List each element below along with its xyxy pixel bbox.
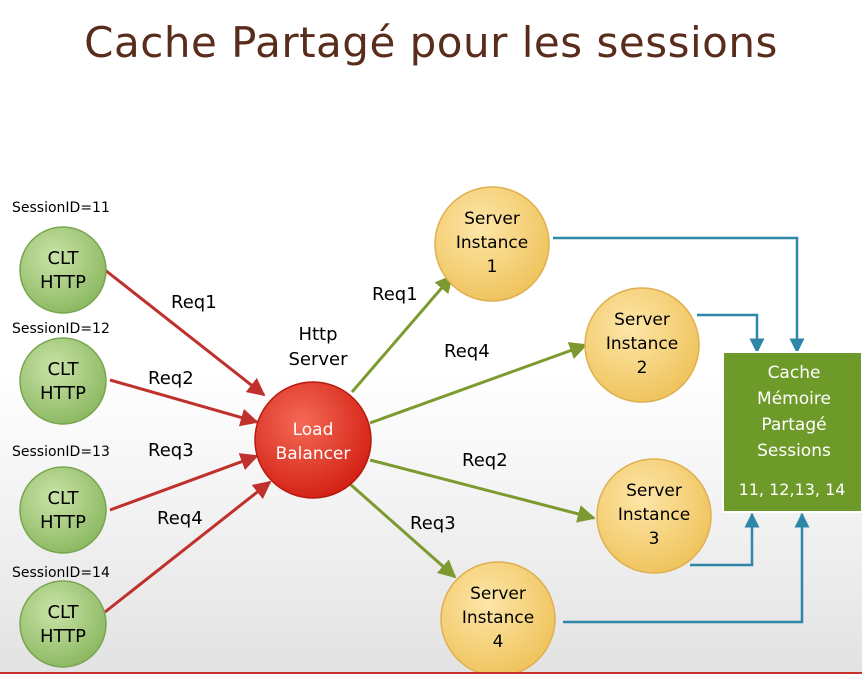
session-label: SessionID=11 — [12, 200, 110, 216]
bottom-divider — [0, 672, 862, 679]
server2-to-cache-line — [697, 313, 765, 354]
server-node: Server Instance 1 — [434, 186, 550, 302]
server1-to-cache-line — [553, 236, 805, 354]
server-label: Server — [464, 209, 520, 229]
slide-title: Cache Partagé pour les sessions — [84, 18, 778, 67]
client-label: CLT — [47, 488, 79, 509]
request-label: Req1 — [171, 292, 217, 313]
server-label: Server — [626, 481, 682, 501]
server-label: 1 — [487, 257, 498, 277]
server3-to-cache-line — [690, 512, 760, 567]
server-label: Instance — [456, 233, 528, 253]
cache-label: Mémoire — [757, 389, 831, 409]
server-label: 4 — [493, 632, 504, 652]
server-node: Server Instance 2 — [584, 287, 700, 403]
server4-to-cache-line — [563, 512, 810, 624]
request-label: Req3 — [148, 440, 194, 461]
server-label: Instance — [606, 334, 678, 354]
lb-to-server4-arrow — [349, 482, 457, 579]
http-server-label: Server — [288, 349, 348, 370]
session-label: SessionID=14 — [12, 565, 110, 581]
session-label: SessionID=13 — [12, 444, 110, 460]
client2-to-lb-arrow — [109, 378, 259, 427]
request-label: Req2 — [462, 450, 508, 471]
request-label: Req2 — [148, 368, 194, 389]
lb-to-server2-arrow — [369, 342, 588, 425]
request-label: Req3 — [410, 513, 456, 534]
client-label: HTTP — [40, 626, 86, 647]
cache-box: Cache Mémoire Partagé Sessions 11, 12,13… — [722, 351, 862, 513]
load-balancer-label: Balancer — [276, 444, 351, 464]
client-label: HTTP — [40, 512, 86, 533]
client1-to-lb-arrow — [104, 268, 266, 397]
server-label: 3 — [649, 529, 660, 549]
cache-label: Cache — [768, 363, 821, 383]
server-label: Instance — [462, 608, 534, 628]
session-label: SessionID=12 — [12, 321, 110, 337]
request-label: Req4 — [157, 508, 203, 529]
client-node: CLT HTTP — [19, 337, 107, 425]
client-label: CLT — [47, 248, 79, 269]
request-label: Req4 — [444, 341, 490, 362]
client-label: CLT — [47, 602, 79, 623]
server-node: Server Instance 3 — [596, 458, 712, 574]
load-balancer-node: Load Balancer — [254, 381, 372, 499]
cache-label: Sessions — [757, 441, 831, 461]
cache-label: 11, 12,13, 14 — [739, 480, 846, 499]
load-balancer-label: Load — [293, 420, 334, 440]
client4-to-lb-arrow — [104, 480, 272, 614]
client3-to-lb-arrow — [109, 453, 259, 512]
client-label: CLT — [47, 359, 79, 380]
cache-label: Partagé — [761, 415, 826, 435]
server-label: Server — [614, 310, 670, 330]
server-node: Server Instance 4 — [440, 561, 556, 677]
lb-to-server1-arrow — [350, 274, 454, 393]
client-node: CLT HTTP — [19, 226, 107, 314]
server-label: Server — [470, 584, 526, 604]
client-label: HTTP — [40, 272, 86, 293]
request-label: Req1 — [372, 284, 418, 305]
client-node: CLT HTTP — [19, 466, 107, 554]
client-label: HTTP — [40, 383, 86, 404]
server-label: Instance — [618, 505, 690, 525]
lb-to-server3-arrow — [369, 458, 596, 523]
http-server-label: Http — [298, 324, 337, 345]
server-label: 2 — [637, 358, 648, 378]
client-node: CLT HTTP — [19, 580, 107, 668]
